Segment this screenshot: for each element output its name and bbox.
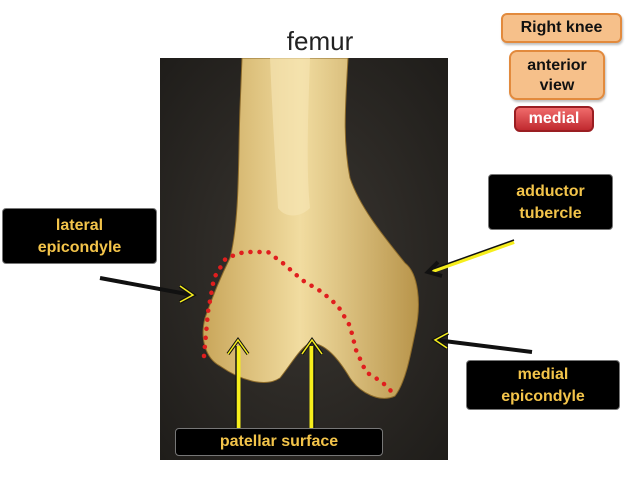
femur-bone bbox=[202, 58, 419, 399]
adductor-tubercle-line2: tubercle bbox=[519, 205, 582, 222]
medial-epicondyle-arrow bbox=[435, 338, 533, 354]
patellar-surface-outline bbox=[201, 249, 395, 395]
lateral-epicondyle-line2: epicondyle bbox=[37, 239, 122, 256]
image-title: femur bbox=[286, 26, 354, 56]
femur-photo bbox=[160, 58, 448, 460]
anterior-view-line2: view bbox=[539, 77, 575, 94]
medial-epicondyle-label: medial epicondyle bbox=[466, 360, 620, 410]
medial-epicondyle-line1: medial bbox=[517, 366, 569, 383]
shaft-highlight bbox=[270, 58, 310, 216]
adductor-tubercle-arrowhead bbox=[424, 260, 443, 278]
lateral-epicondyle-label: lateral epicondyle bbox=[2, 208, 157, 264]
anterior-view-line1: anterior bbox=[527, 57, 587, 74]
medial-badge: medial bbox=[514, 106, 594, 132]
adductor-tubercle-label: adductor tubercle bbox=[488, 174, 613, 230]
lateral-epicondyle-line1: lateral bbox=[55, 217, 104, 234]
adductor-tubercle-line1: adductor bbox=[516, 183, 585, 200]
medial-epicondyle-line2: epicondyle bbox=[501, 388, 585, 405]
lateral-epicondyle-arrow bbox=[99, 276, 193, 297]
anterior-view-badge: anterior view bbox=[509, 50, 605, 100]
patellar-surface-label: patellar surface bbox=[175, 428, 383, 456]
right-knee-badge: Right knee bbox=[501, 13, 622, 43]
adductor-tubercle-arrow bbox=[429, 240, 515, 274]
